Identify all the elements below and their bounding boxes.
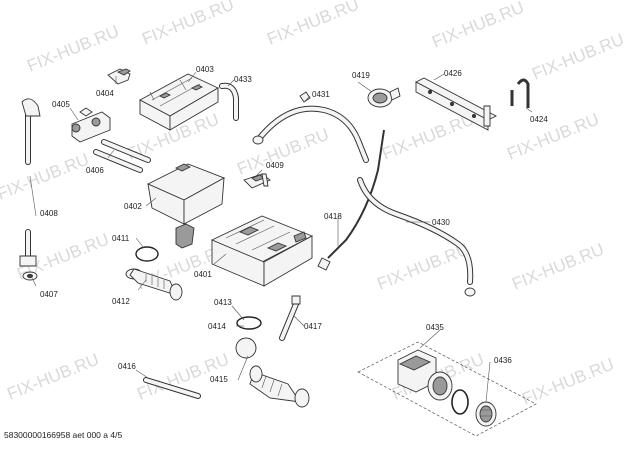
watermark-text: FIX-HUB.RU [264,0,361,49]
part-0415-drawing [235,337,310,408]
part-label: 0405 [52,100,70,109]
part-0412-drawing [125,268,183,301]
watermark-text: FIX-HUB.RU [234,125,331,179]
part-label: 0407 [40,290,58,299]
part-label: 0413 [214,298,232,307]
watermark-text: FIX-HUB.RU [379,110,476,164]
part-label: 0404 [96,89,114,98]
watermark-text: FIX-HUB.RU [374,240,471,294]
part-label: 0430 [432,218,450,227]
part-0419-drawing [367,87,401,108]
watermark-text: FIX-HUB.RU [519,355,616,409]
watermark-layer: FIX-HUB.RU FIX-HUB.RU FIX-HUB.RU FIX-HUB… [0,0,627,409]
part-label: 0414 [208,322,226,331]
part-label: 0416 [118,362,136,371]
watermark-text: FIX-HUB.RU [139,0,236,49]
part-label: 0403 [196,65,214,74]
part-label: 0409 [266,161,284,170]
part-label: 0435 [426,323,444,332]
part-label: 0408 [40,209,58,218]
part-0435-drawing [357,341,537,437]
leader-lines [29,71,533,403]
part-label: 0418 [324,212,342,221]
part-label: 0417 [304,322,322,331]
document-footer: 58300000166958 aet 000 a 4/5 [4,430,123,440]
part-0436-drawing [475,401,497,427]
part-0416-drawing [143,377,201,399]
part-label: 0401 [194,270,212,279]
part-label: 0411 [112,234,130,243]
part-0402-drawing [146,163,226,249]
part-0408-drawing [19,98,41,267]
part-label: 0412 [112,297,130,306]
part-0431-drawing [252,91,369,163]
part-0430-drawing [357,177,476,297]
part-0401-drawing [210,215,314,287]
watermark-text: FIX-HUB.RU [509,240,606,294]
part-label: 0406 [86,166,104,175]
part-0407-drawing [22,271,38,281]
part-0411-drawing [135,246,159,262]
part-0414-drawing [236,316,262,330]
watermark-text: FIX-HUB.RU [429,0,526,52]
watermark-text: FIX-HUB.RU [24,22,121,76]
watermark-text: FIX-HUB.RU [529,30,626,84]
part-0426-drawing [415,77,497,131]
part-0424-drawing [510,78,530,108]
part-labels: 0403 0404 0433 0405 0406 0408 0407 0402 … [40,65,548,384]
part-0417-drawing [279,295,301,341]
watermark-text: FIX-HUB.RU [4,350,101,404]
watermark-text: FIX-HUB.RU [0,150,92,204]
part-0404-drawing [107,68,131,85]
part-0418-drawing [317,129,385,271]
part-label: 0436 [494,356,512,365]
part-0405-drawing [71,107,111,143]
watermark-text: FIX-HUB.RU [504,110,601,164]
part-label: 0419 [352,71,370,80]
part-label: 0433 [234,75,252,84]
part-label: 0424 [530,115,548,124]
part-label: 0431 [312,90,330,99]
part-0406-drawing [93,139,151,173]
part-0403-drawing [139,73,219,131]
part-label: 0402 [124,202,142,211]
part-label: 0426 [444,69,462,78]
part-0433-drawing [219,82,239,121]
part-label: 0415 [210,375,228,384]
